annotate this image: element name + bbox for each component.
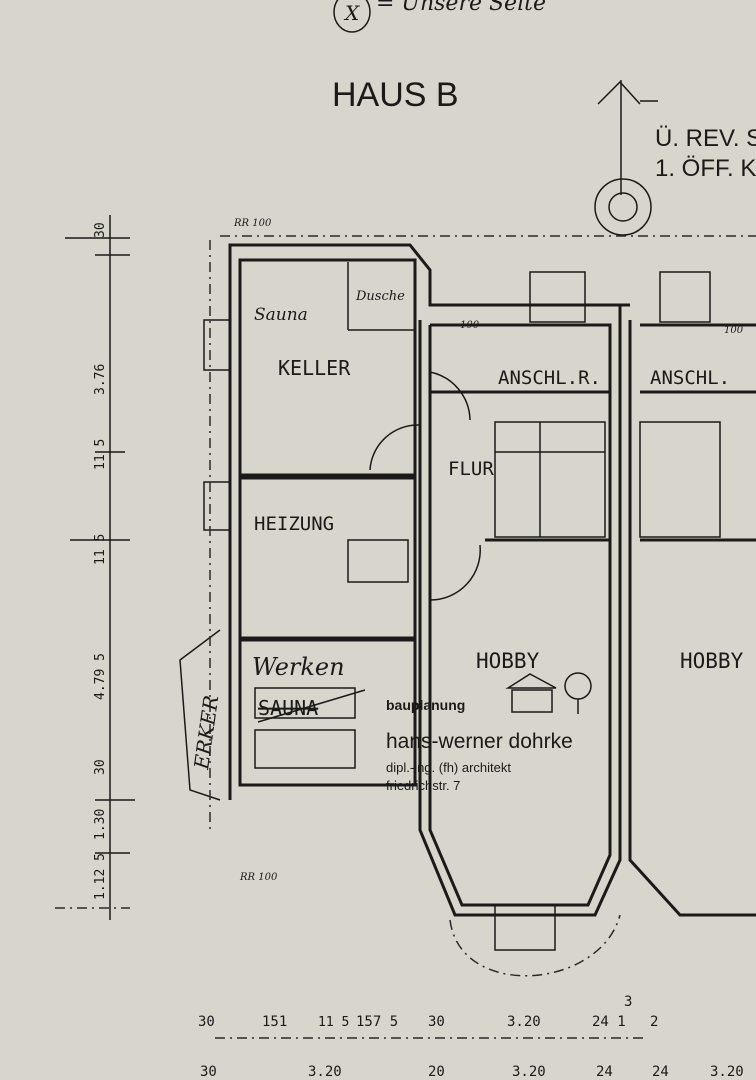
middle-unit	[369, 271, 622, 977]
label-sauna-hand: Sauna	[254, 305, 308, 325]
section-marker-icon	[594, 178, 652, 236]
door-swing	[429, 371, 471, 421]
label-keller: KELLER	[278, 356, 351, 380]
house-logo-icon	[505, 673, 557, 689]
plan-title: HAUS B	[332, 76, 459, 114]
stamp-line-1: bauplanung	[386, 697, 465, 713]
dim-bottom-top-5: 3.20	[507, 1014, 541, 1030]
dim-bottom-top-3: 157 5	[356, 1014, 398, 1030]
label-anschl-r: ANSCHL.R.	[498, 367, 601, 389]
architect-stamp: bauplanung hans-werner dohrke dipl.-ing.…	[386, 672, 592, 793]
label-sauna-struck: SAUNA	[258, 696, 318, 720]
legend-symbol: X	[343, 1, 360, 25]
erker-outline	[179, 629, 221, 801]
legend-note: X = Unsere Seite	[333, 0, 546, 33]
rr-bottom-label: RR 100	[239, 872, 278, 883]
bottom-dimension-chain: 30 151 11 5 157 5 30 3.20 24 1 3 2 30 3.…	[198, 994, 744, 1080]
label-anschl-right: ANSCHL.	[650, 367, 730, 389]
label-heizung: HEIZUNG	[254, 513, 334, 535]
room-keller	[238, 258, 417, 477]
dim-bottom-top-1: 151	[262, 1014, 287, 1030]
rr-top-label: RR 100	[233, 218, 272, 229]
dim-left-5: 30	[93, 759, 108, 775]
dim-bottom-0: 30	[200, 1064, 217, 1080]
room-werken	[238, 638, 417, 787]
dim-left-0: 30	[93, 222, 108, 238]
revision-line-1: Ü. REV. S	[655, 125, 756, 152]
dim-left-6: 1.30	[93, 809, 108, 840]
dim-left-4: 4.79 5	[93, 653, 108, 700]
dim-left-1: 3.76	[93, 364, 108, 395]
right-unit	[628, 271, 756, 917]
room-heizung	[238, 476, 417, 640]
dim-left-3: 11 5	[93, 534, 108, 565]
dim-bottom-2: 20	[428, 1064, 445, 1080]
stamp-line-2: hans-werner dohrke	[386, 730, 573, 753]
label-erker: ERKER	[189, 694, 223, 772]
dim-bottom-5: 24	[652, 1064, 669, 1080]
level-label-a: 100	[460, 320, 480, 331]
dim-bottom-3: 3.20	[512, 1064, 546, 1080]
label-hobby-right: HOBBY	[680, 649, 744, 673]
dim-bottom-top-6: 24 1	[592, 1014, 626, 1030]
dim-bottom-1: 3.20	[308, 1064, 342, 1080]
stamp-line-3: dipl.-ing. (fh) architekt	[386, 760, 511, 775]
left-wing	[179, 240, 630, 830]
dim-left-2: 11 5	[93, 439, 108, 470]
label-hobby: HOBBY	[476, 649, 540, 673]
revision-line-2: 1. ÖFF. K	[655, 155, 756, 182]
dim-bottom-4: 24	[596, 1064, 613, 1080]
level-label-b: 100	[724, 325, 744, 336]
dim-left-7: 1.12 5	[93, 853, 108, 900]
label-flur: FLUR	[448, 458, 494, 480]
label-dusche-hand: Dusche	[355, 289, 405, 304]
dim-bottom-top-8: 2	[650, 1014, 658, 1030]
dim-bottom-6: 3.20	[710, 1064, 744, 1080]
left-dimension-chain: 30 3.76 11 5 11 5 4.79 5 30 1.30 1.12 5	[55, 215, 135, 920]
north-arrow	[594, 80, 658, 236]
tree-logo-icon	[564, 672, 592, 700]
legend-circle-icon	[333, 0, 371, 33]
dim-bottom-top-4: 30	[428, 1014, 445, 1030]
legend-text: = Unsere Seite	[376, 0, 546, 16]
dim-bottom-top-2: 11 5	[318, 1015, 349, 1030]
dim-bottom-top-7: 3	[624, 994, 632, 1010]
dim-bottom-top-0: 30	[198, 1014, 215, 1030]
staircase	[494, 421, 606, 538]
label-werken-hand: Werken	[252, 653, 345, 681]
stamp-line-4: friedrichstr. 7	[386, 778, 460, 793]
